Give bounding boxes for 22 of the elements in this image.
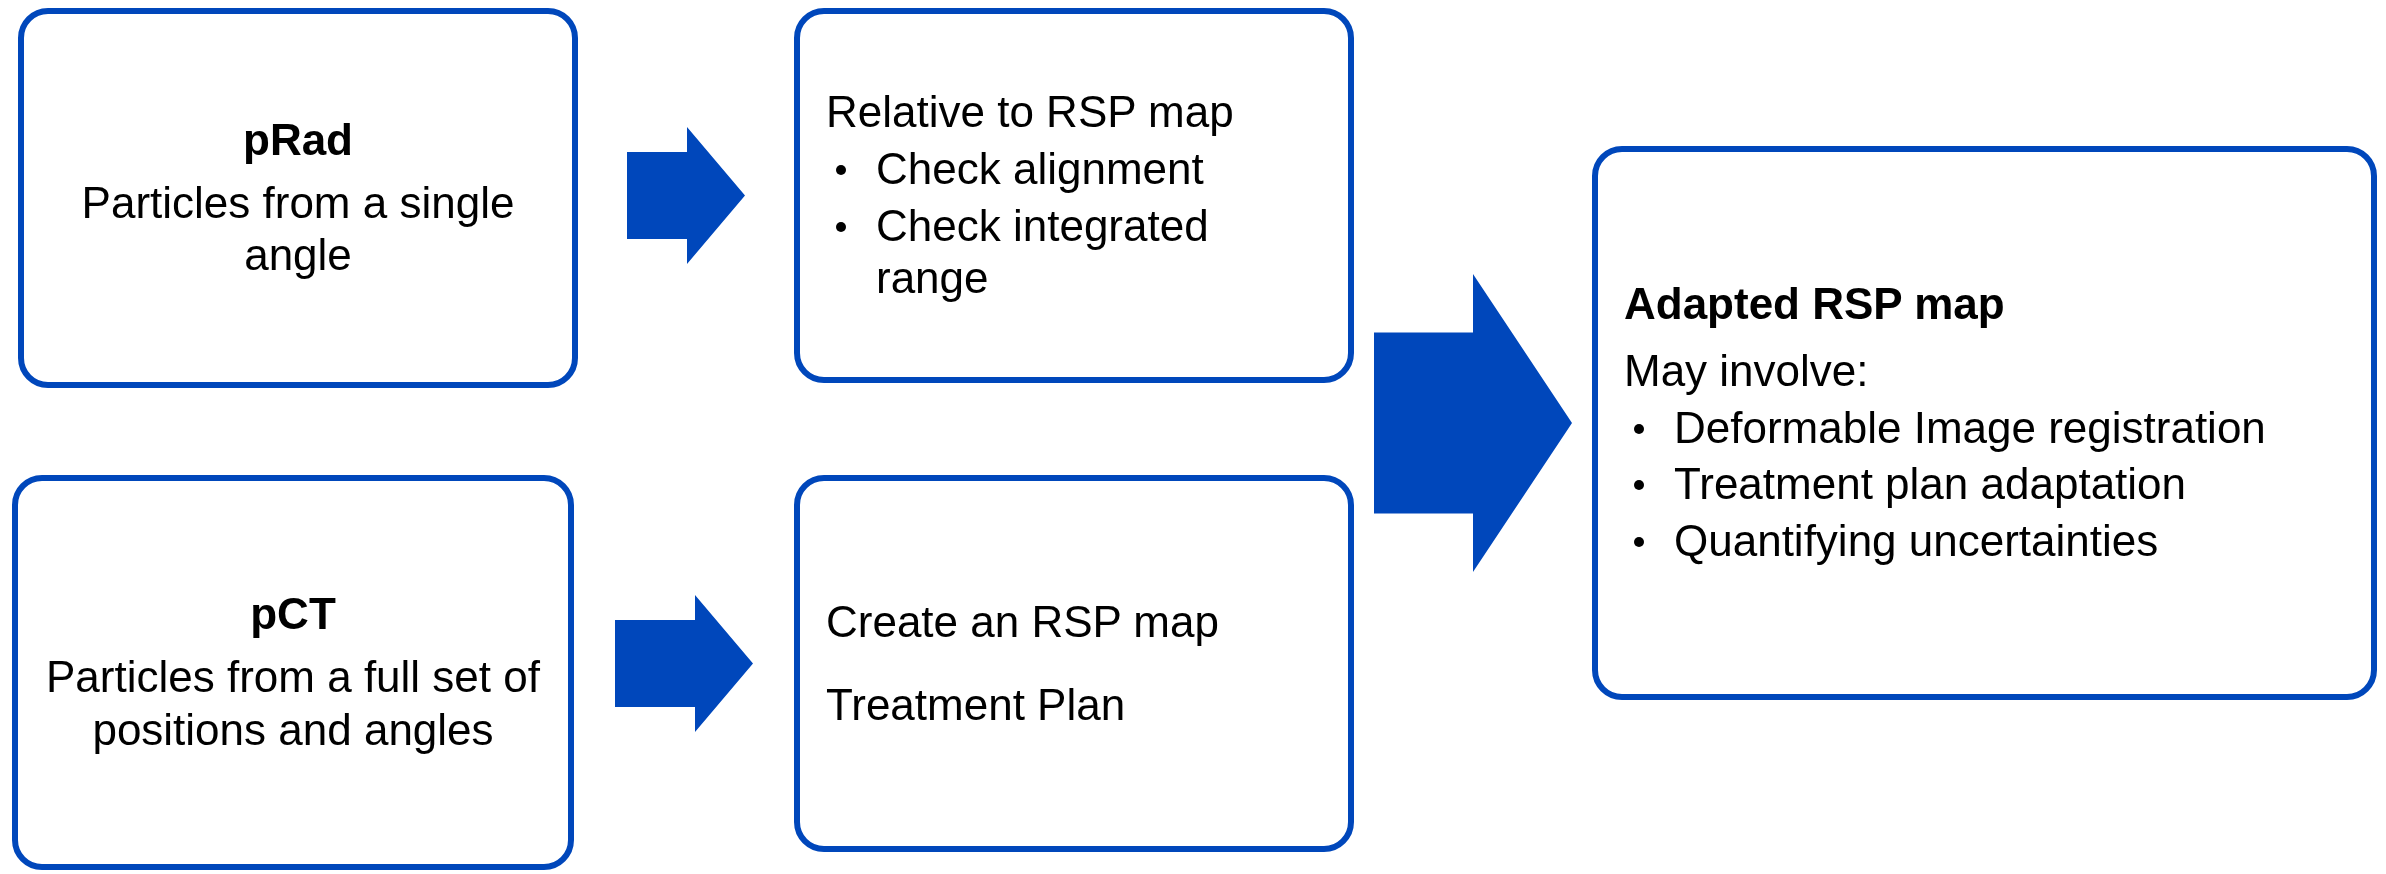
body-text: Relative to RSP map [826, 85, 1235, 138]
heading: pCT [249, 588, 337, 641]
block-arrow [615, 595, 753, 732]
body-text: Create an RSP map [826, 595, 1220, 648]
rounded-box [12, 475, 574, 870]
body-text: May involve: [1624, 344, 1870, 397]
block-arrow [627, 127, 745, 264]
bullet-text: Treatment plan adaptation [1674, 458, 2187, 511]
heading: pRad [242, 113, 354, 166]
rounded-box [18, 8, 578, 388]
block-arrow [1374, 274, 1572, 572]
body-text: Treatment Plan [826, 678, 1127, 731]
rounded-box [1592, 146, 2377, 700]
heading: Adapted RSP map [1624, 278, 2006, 330]
bullet-text: Check integrated range [876, 199, 1210, 305]
rounded-box [794, 475, 1354, 852]
rounded-box [794, 8, 1354, 383]
bullet-text: Deformable Image registration [1674, 401, 2266, 454]
bullet-text: Quantifying uncertainties [1674, 515, 2159, 568]
body-text: Particles from a single angle [80, 176, 516, 282]
bullet-text: Check alignment [876, 142, 1204, 195]
body-text: Particles from a full set of positions and angles [45, 651, 541, 756]
